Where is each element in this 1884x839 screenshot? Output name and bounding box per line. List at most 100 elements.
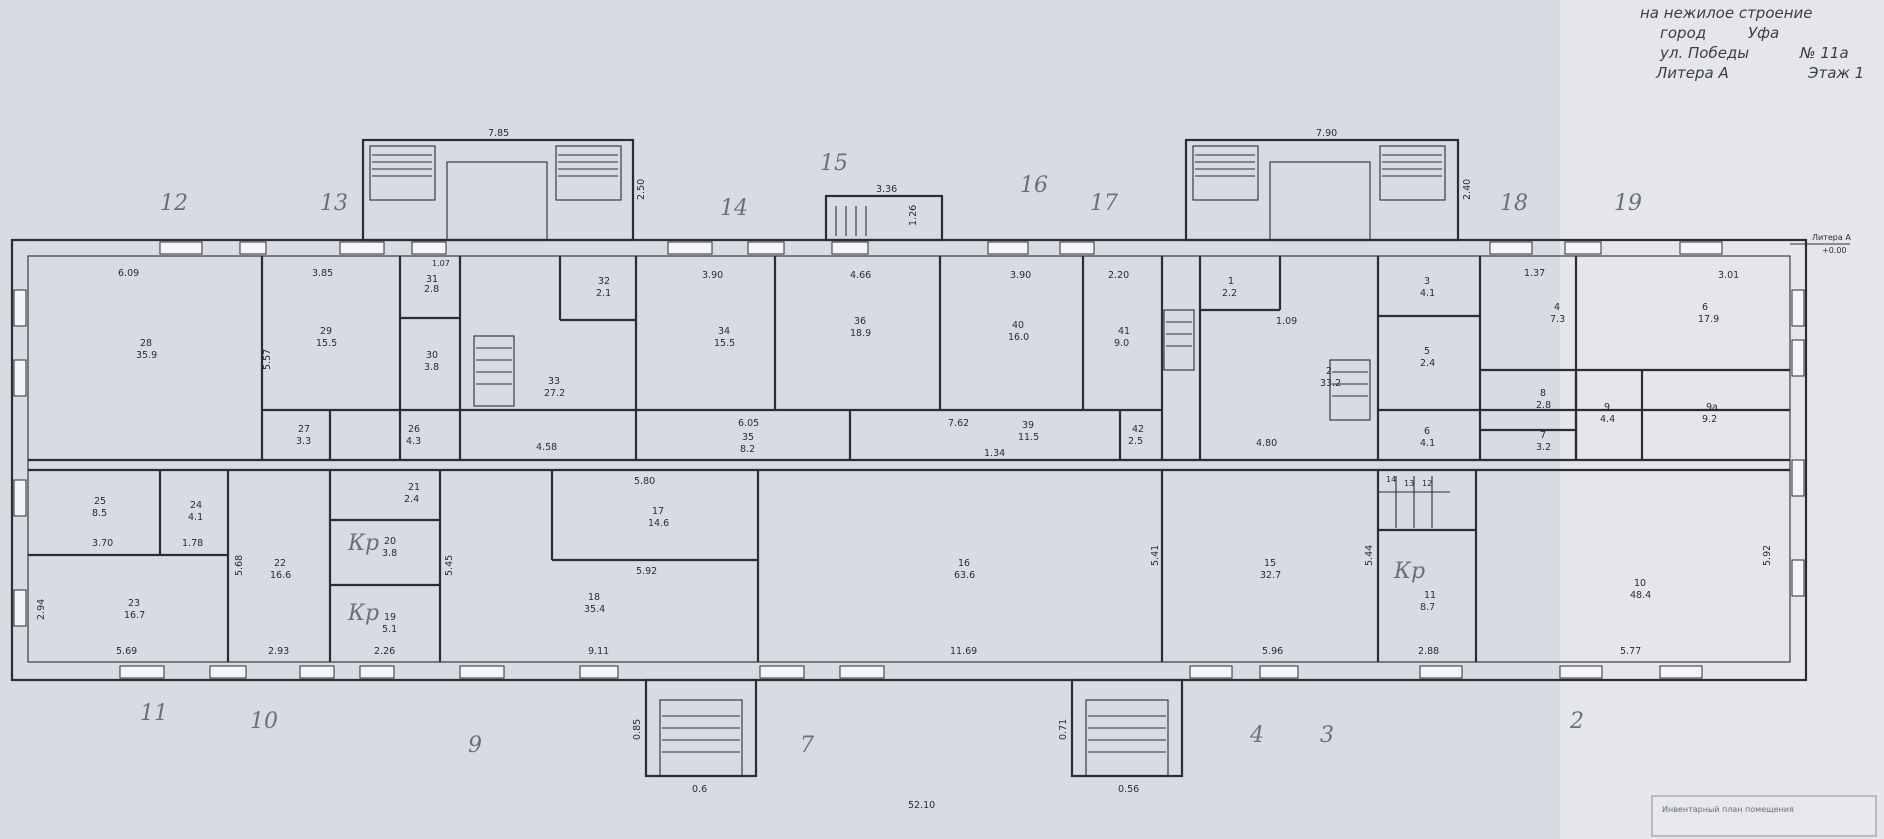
room-11-no: 11 (1424, 590, 1436, 601)
room-4-area: 7.3 (1550, 314, 1565, 325)
room-26-no: 26 (408, 424, 420, 435)
footer-note: Инвентарный план помещения (1662, 805, 1794, 814)
room-20-area: 3.8 (382, 548, 397, 559)
room-9a-area: 9.2 (1702, 414, 1717, 425)
room-3-no: 3 (1424, 276, 1430, 287)
dim-label: 4.58 (536, 442, 557, 453)
dim-top-right-depth: 2.40 (1462, 179, 1473, 200)
room-36-no: 36 (854, 316, 866, 327)
dim-label: 4.80 (1256, 438, 1277, 449)
overall-length: 52.10 (908, 800, 935, 811)
dim-top-center: 3.36 (876, 184, 897, 195)
paper-light-area (1560, 0, 1884, 839)
dim-label: 5.80 (634, 476, 655, 487)
dim-label: 3.90 (702, 270, 723, 281)
top-annex-left: 7.85 2.50 (361, 128, 647, 242)
room-5-no: 5 (1424, 346, 1430, 357)
header-house: № 11а (1799, 44, 1849, 62)
hand-mark: 19 (1614, 191, 1642, 216)
header-litera: Литера А (1655, 64, 1729, 82)
room-14-no: 14 (1386, 475, 1396, 484)
room-32-area: 2.1 (596, 288, 611, 299)
room-23-no: 23 (128, 598, 140, 609)
hand-mark: 15 (820, 151, 848, 176)
wc-partitions (1378, 476, 1450, 528)
litera-mark: Литера А +0.00 (1790, 233, 1851, 255)
room-13-no: 13 (1404, 479, 1414, 488)
room-17-no: 17 (652, 506, 664, 517)
room-9-no: 9 (1604, 402, 1610, 413)
hand-mark: 11 (140, 701, 168, 726)
room-22-no: 22 (274, 558, 286, 569)
room-42-no: 42 (1132, 424, 1144, 435)
room-21-no: 21 (408, 482, 420, 493)
dimension-labels: 6.09 3.85 1.07 3.90 4.66 3.90 2.20 1.09 … (36, 259, 1773, 657)
hand-mark: 14 (720, 196, 748, 221)
header-floor: Этаж 1 (1807, 64, 1864, 82)
dim-label: 2.88 (1418, 646, 1439, 657)
interior-stairs (473, 309, 1371, 421)
room-21-area: 2.4 (404, 494, 419, 505)
room-18-area: 35.4 (584, 604, 605, 615)
hand-mark: Кр (347, 601, 379, 626)
dim-label: 11.69 (950, 646, 977, 657)
title-block: на нежилое строение город Уфа ул. Победы… (1640, 4, 1864, 82)
bottom-porch-right: 0.56 0.71 (1058, 678, 1184, 795)
dim-label: 3.85 (312, 268, 333, 279)
hand-mark: 7 (800, 733, 814, 758)
dim-label: 5.68 (234, 555, 245, 576)
dim-label: 5.45 (444, 555, 455, 576)
hand-mark: 18 (1500, 191, 1528, 216)
dim-label: 5.57 (262, 349, 273, 370)
dim-label: 5.77 (1620, 646, 1641, 657)
litera-mark-line1: Литера А (1812, 233, 1851, 242)
hand-mark: 13 (320, 191, 348, 216)
room-40-no: 40 (1012, 320, 1024, 331)
room-11-area: 8.7 (1420, 602, 1435, 613)
dim-label: 1.37 (1524, 268, 1545, 279)
room-30-no: 30 (426, 350, 438, 361)
dim-top-center-depth: 1.26 (908, 205, 919, 226)
room-35-area: 8.2 (740, 444, 755, 455)
dim-label: 3.70 (92, 538, 113, 549)
dim-top-right: 7.90 (1316, 128, 1337, 139)
room-6-no: 6 (1702, 302, 1708, 313)
interior-walls (28, 256, 1790, 662)
dim-label: 3.90 (1010, 270, 1031, 281)
room-39-no: 39 (1022, 420, 1034, 431)
handwritten-marks: 12 13 14 15 16 17 18 19 11 10 9 7 4 3 2 … (140, 151, 1642, 758)
room-10-area: 48.4 (1630, 590, 1651, 601)
dim-label: 2.94 (36, 599, 47, 620)
header-street: ул. Победы (1659, 44, 1749, 62)
bottom-porch-left: 0.6 0.85 (632, 678, 758, 795)
room-34-area: 15.5 (714, 338, 735, 349)
room-2-no: 2 (1326, 366, 1332, 377)
room-34-no: 34 (718, 326, 730, 337)
room-24-no: 24 (190, 500, 202, 511)
room-28-area: 35.9 (136, 350, 157, 361)
room-41-area: 9.0 (1114, 338, 1129, 349)
room-29-area: 15.5 (316, 338, 337, 349)
room-1-area: 2.2 (1222, 288, 1237, 299)
room-2-area: 33.2 (1320, 378, 1341, 389)
hand-mark: 12 (160, 191, 188, 216)
dim-label: 7.62 (948, 418, 969, 429)
room-24-area: 4.1 (188, 512, 203, 523)
dim-label: 5.41 (1150, 545, 1161, 566)
room-labels: 28 35.9 29 15.5 31 2.8 30 3.8 32 2.1 33 … (92, 274, 1719, 635)
room-6-area: 17.9 (1698, 314, 1719, 325)
windows-side (13, 289, 1805, 627)
room-41-no: 41 (1118, 326, 1130, 337)
hand-mark: 2 (1569, 709, 1584, 734)
room-9a-no: 9а (1706, 402, 1718, 413)
room-30-area: 3.8 (424, 362, 439, 373)
room-36-area: 18.9 (850, 328, 871, 339)
dim-label: 6.09 (118, 268, 139, 279)
room-32-no: 32 (598, 276, 610, 287)
room-12-no: 12 (1422, 479, 1432, 488)
dim-label: 1.09 (1276, 316, 1297, 327)
room-19-no: 19 (384, 612, 396, 623)
hand-mark: Кр (347, 531, 379, 556)
room-16-area: 63.6 (954, 570, 975, 581)
